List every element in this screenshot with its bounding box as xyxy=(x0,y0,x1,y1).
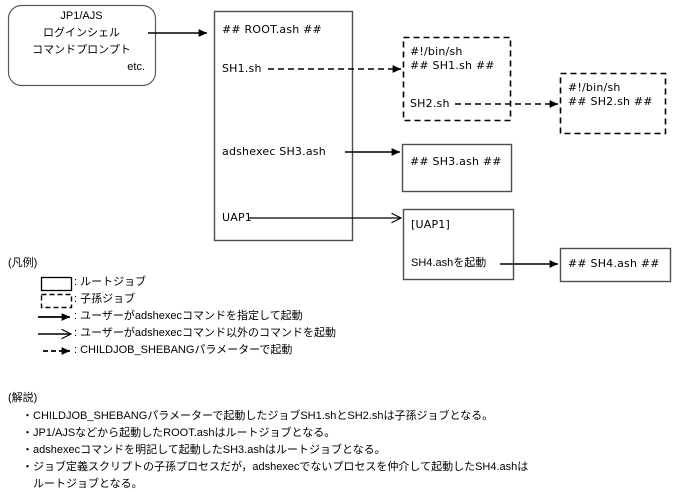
notes-item-0: ・CHILDJOB_SHEBANGパラメーターで起動したジョブSH1.shとSH… xyxy=(22,410,494,422)
legend-marker-solid-rect xyxy=(40,276,73,292)
source-callout-line-3: コマンドプロンプト xyxy=(32,44,131,56)
notes-item-4: ルートジョブとなる。 xyxy=(22,478,143,490)
sh1-box-child-label: SH2.sh xyxy=(410,97,450,110)
sh1-box-line-2: ## SH1.sh ## xyxy=(410,59,495,72)
sh3-box-shape xyxy=(401,143,513,193)
root-row-label-adshexec: adshexec SH3.ash xyxy=(222,145,326,158)
uap1-box-action: SH4.ashを起動 xyxy=(411,257,487,269)
sh1-box-line-1: #!/bin/sh xyxy=(410,45,463,58)
notes-item-1: ・JP1/AJSなどから起動したROOT.ashはルートジョブとなる。 xyxy=(22,427,336,439)
notes-heading: (解説) xyxy=(8,392,38,404)
root-box-shape xyxy=(213,10,354,242)
legend-heading: (凡例) xyxy=(8,257,38,269)
root-box-title: ## ROOT.ash ## xyxy=(222,23,322,36)
notes-item-3: ・ジョブ定義スクリプトの子孫プロセスだが，adshexecでないプロセスを仲介し… xyxy=(22,461,529,473)
source-callout-line-4: etc. xyxy=(127,61,145,73)
uap1-box-title: [UAP1] xyxy=(411,218,450,231)
sh1-box-shape xyxy=(402,36,512,122)
notes-item-2: ・adshexecコマンドを明記して起動したSH3.ashはルートジョブとなる。 xyxy=(22,444,386,456)
source-callout-line-2: ログインシェル xyxy=(43,27,120,39)
sh2-box-line-2: ## SH2.sh ## xyxy=(568,95,653,108)
legend-item-text-0: : ルートジョブ xyxy=(74,276,147,288)
legend-item-text-1: : 子孫ジョブ xyxy=(74,293,136,305)
source-callout-shape xyxy=(7,4,157,87)
sh4-box-shape xyxy=(559,247,672,283)
sh4-box-title: ## SH4.ash ## xyxy=(568,257,660,270)
uap1-box-shape xyxy=(402,208,515,281)
root-row-label-uap1: UAP1 xyxy=(222,211,253,224)
sh3-box-title: ## SH3.ash ## xyxy=(410,155,502,168)
legend-item-text-2: : ユーザーがadshexecコマンドを指定して起動 xyxy=(74,310,303,322)
legend-marker-dashed-rect xyxy=(40,293,73,309)
legend-item-text-4: : CHILDJOB_SHEBANGパラメーターで起動 xyxy=(74,344,293,356)
source-callout-line-1: JP1/AJS xyxy=(60,10,103,22)
root-row-label-sh1: SH1.sh xyxy=(222,62,262,75)
sh2-box-line-1: #!/bin/sh xyxy=(568,81,621,94)
sh2-box-shape xyxy=(559,72,667,135)
legend-item-text-3: : ユーザーがadshexecコマンド以外のコマンドを起動 xyxy=(74,327,336,339)
